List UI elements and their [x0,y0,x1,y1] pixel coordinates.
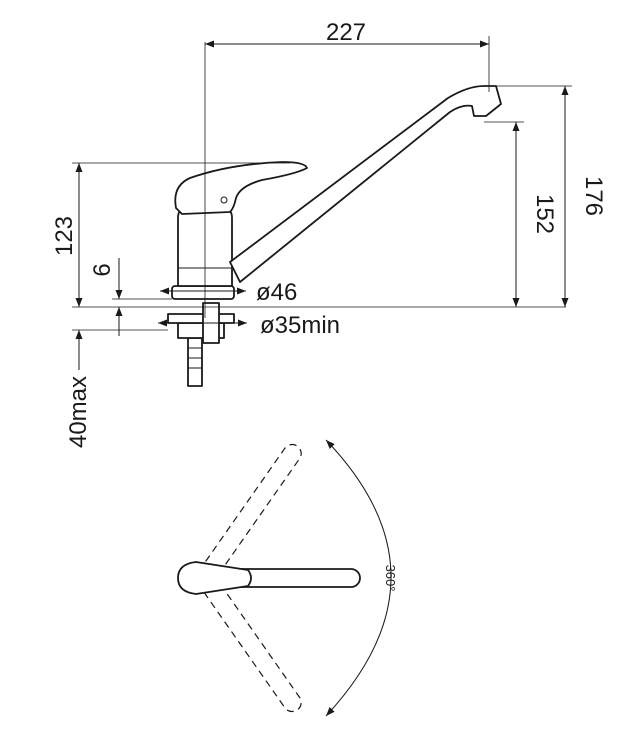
rotation-arc [325,439,392,717]
dimension-labels: 227 176 152 123 6 40max ø46 ø35min [51,19,607,448]
countertop-max-label: 40max [65,376,92,448]
spout-position-lower [203,579,302,713]
base-plate [171,285,235,300]
base-diameter-label: ø46 [256,279,297,306]
rotation-label: 360° [383,565,398,592]
handle-height-label: 123 [51,216,78,256]
spout-height-label: 152 [531,194,558,234]
spout-position-upper [203,443,302,577]
hole-diameter-label: ø35min [260,312,340,339]
mounting-hardware [167,302,235,387]
dimension-lines [72,36,572,370]
total-height-label: 176 [580,176,607,216]
spout [229,85,502,283]
base-plate-label: 6 [89,263,116,276]
top-view: 360° [177,439,398,717]
handle-top-view [177,561,252,595]
lever-handle [174,161,308,215]
spout-reach-label: 227 [326,19,366,46]
